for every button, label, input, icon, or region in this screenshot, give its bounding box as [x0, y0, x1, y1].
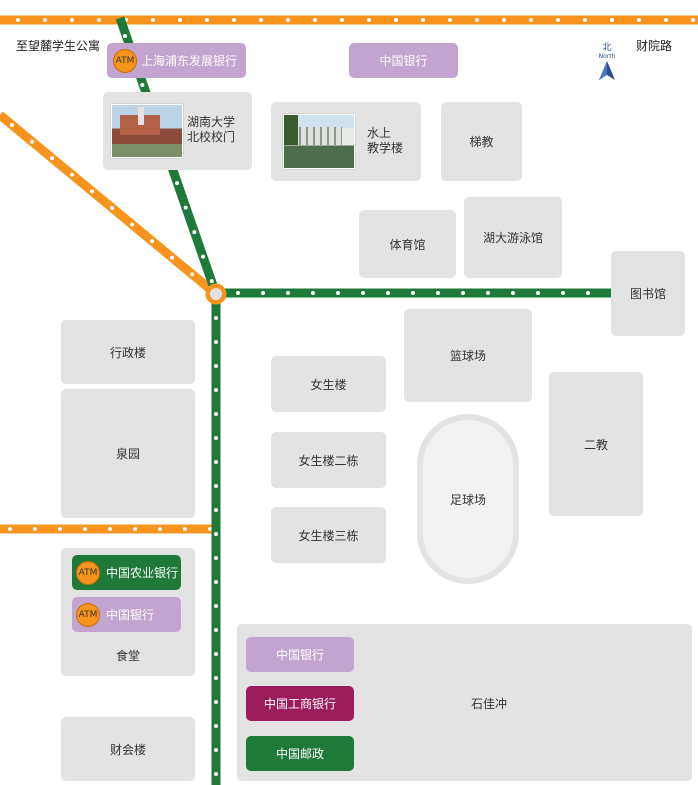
canteen-label: 食堂	[115, 649, 140, 663]
tijiao-block[interactable]: 梯教	[441, 102, 522, 181]
spdb-label: 上海浦东发展银行	[141, 54, 238, 68]
north-gate-label: 湖南大学 北校校门	[187, 115, 236, 144]
abc-label: 中国农业银行	[106, 566, 179, 580]
caihui-block[interactable]: 财会楼	[61, 717, 195, 781]
girls2-block[interactable]: 女生楼二栋	[271, 432, 386, 488]
boc-canteen-label: 中国银行	[106, 608, 155, 622]
pool-block[interactable]: 湖大游泳馆	[464, 197, 562, 278]
orange-route-diagonal	[0, 111, 219, 298]
north-compass: 北 North	[594, 43, 620, 87]
gym-block[interactable]: 体育馆	[359, 210, 456, 278]
atm-badge-icon: ATM	[113, 49, 137, 73]
quanyuan-block[interactable]: 泉园	[61, 389, 195, 518]
boc-canteen-tag[interactable]: ATM 中国银行	[72, 597, 181, 632]
girls3-block[interactable]: 女生楼三栋	[271, 507, 386, 563]
boc-top-tag[interactable]: 中国银行	[349, 43, 458, 78]
boc-top-label: 中国银行	[379, 54, 428, 68]
admin-block[interactable]: 行政楼	[61, 320, 195, 384]
football-label: 足球场	[423, 420, 513, 578]
north-gate-photo	[111, 104, 183, 158]
north-arrow-icon	[599, 61, 615, 80]
shijiachong-label: 石佳冲	[471, 697, 508, 711]
spdb-bank-tag[interactable]: ATM 上海浦东发展银行	[107, 43, 246, 78]
abc-bank-tag[interactable]: ATM 中国农业银行	[72, 555, 181, 590]
water-building-photo	[283, 114, 355, 169]
water-teaching-block[interactable]: 水上 教学楼	[271, 102, 421, 181]
compass-en: North	[598, 53, 616, 60]
football-field[interactable]: 足球场	[417, 414, 519, 584]
girls1-block[interactable]: 女生楼	[271, 356, 386, 412]
boc-sjc-tag[interactable]: 中国银行	[246, 637, 354, 672]
compass-cn: 北	[602, 43, 612, 53]
post-office-tag[interactable]: 中国邮政	[246, 736, 354, 771]
atm-badge-icon: ATM	[76, 561, 100, 585]
basketball-block[interactable]: 篮球场	[404, 309, 532, 402]
erjiao-block[interactable]: 二教	[549, 372, 643, 516]
label-dorm-direction: 至望麓学生公寓	[16, 39, 101, 53]
library-block[interactable]: 图书馆	[611, 251, 685, 336]
north-gate-block[interactable]: 湖南大学 北校校门	[103, 92, 252, 170]
icbc-bank-tag[interactable]: 中国工商银行	[246, 686, 354, 721]
orange-route-diagonal-dots	[10, 123, 207, 287]
atm-badge-icon: ATM	[76, 603, 100, 627]
label-caiyuan-road: 财院路	[636, 39, 673, 53]
water-building-label: 水上 教学楼	[367, 126, 404, 155]
